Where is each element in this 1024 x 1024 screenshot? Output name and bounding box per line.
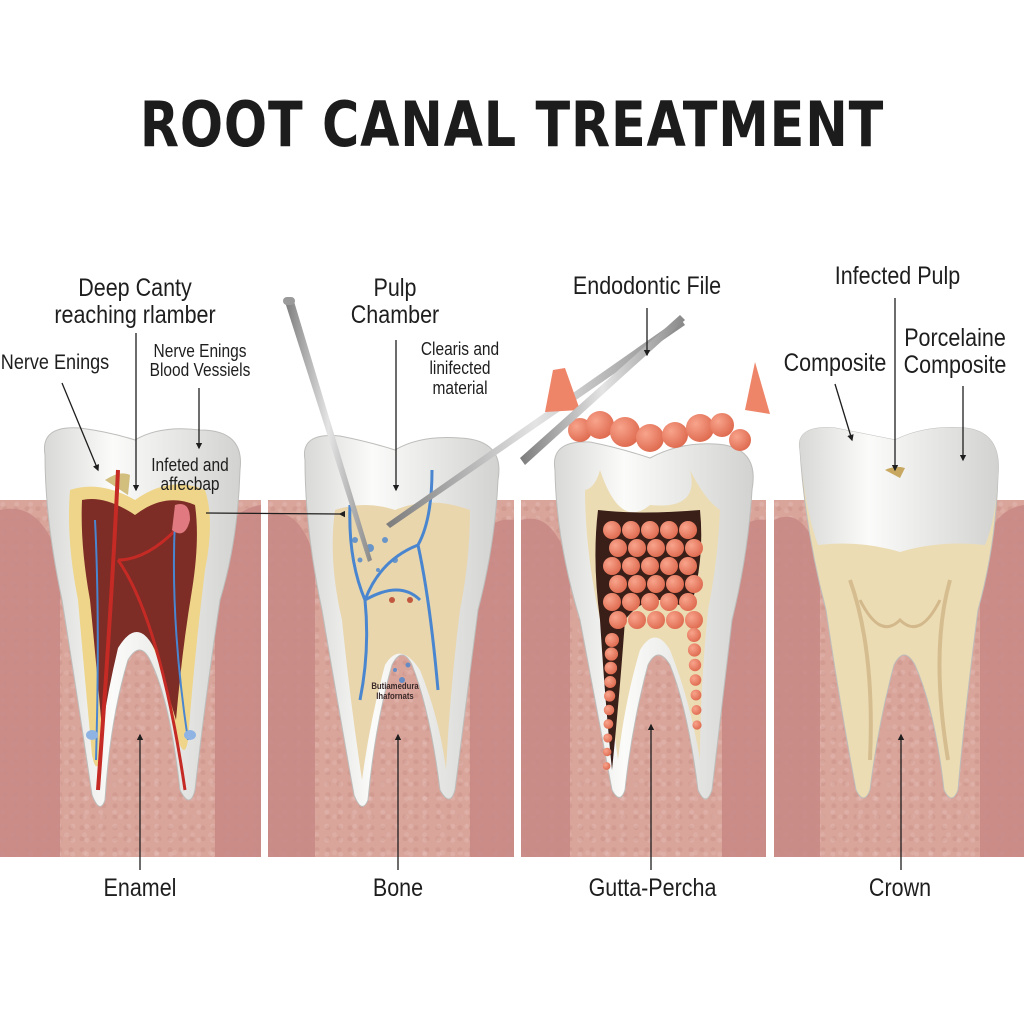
panel-4-gum xyxy=(774,500,1024,857)
label-deep-cavity: Deep Canty reaching rlamber xyxy=(54,274,216,329)
gutta-percha-ball xyxy=(662,422,688,448)
gutta-percha-ball xyxy=(610,417,640,447)
gutta-percha-ball xyxy=(586,411,614,439)
gutta-percha-ball xyxy=(686,414,714,442)
label-nerve-blood-vessels: Nerve Enings Blood Vessiels xyxy=(149,341,251,381)
label-bone: Bone xyxy=(372,874,424,902)
label-clearing-infected-material: Clearis and linifected material xyxy=(420,339,500,398)
label-infected-affected: Infeted and affecbap xyxy=(151,455,229,495)
label-inner-garbled: Butiamedura Ihafornats xyxy=(371,681,419,701)
panel-1-gum xyxy=(0,500,261,857)
label-infected-pulp: Infected Pulp xyxy=(834,262,961,290)
label-enamel: Enamel xyxy=(103,874,177,902)
endodontic-file-instrument xyxy=(520,315,685,465)
label-pulp-chamber: Pulp Chamber xyxy=(350,274,440,329)
panel-2-gum xyxy=(268,500,514,857)
gutta-percha-ball xyxy=(729,429,751,451)
gutta-percha-ball xyxy=(636,424,664,452)
label-crown: Crown xyxy=(868,874,932,902)
label-gutta-percha: Gutta-Percha xyxy=(588,874,717,902)
panel-3-gum xyxy=(521,500,766,857)
page-title: ROOT CANAL TREATMENT xyxy=(139,88,885,161)
label-porcelain-composite: Porcelaine Composite xyxy=(903,324,1007,379)
gutta-percha-ball xyxy=(710,413,734,437)
label-endodontic-file: Endodontic File xyxy=(572,272,722,300)
gutta-percha-ball xyxy=(568,418,592,442)
label-nerve-endings: Nerve Enings xyxy=(0,351,110,374)
label-composite: Composite xyxy=(783,349,887,377)
